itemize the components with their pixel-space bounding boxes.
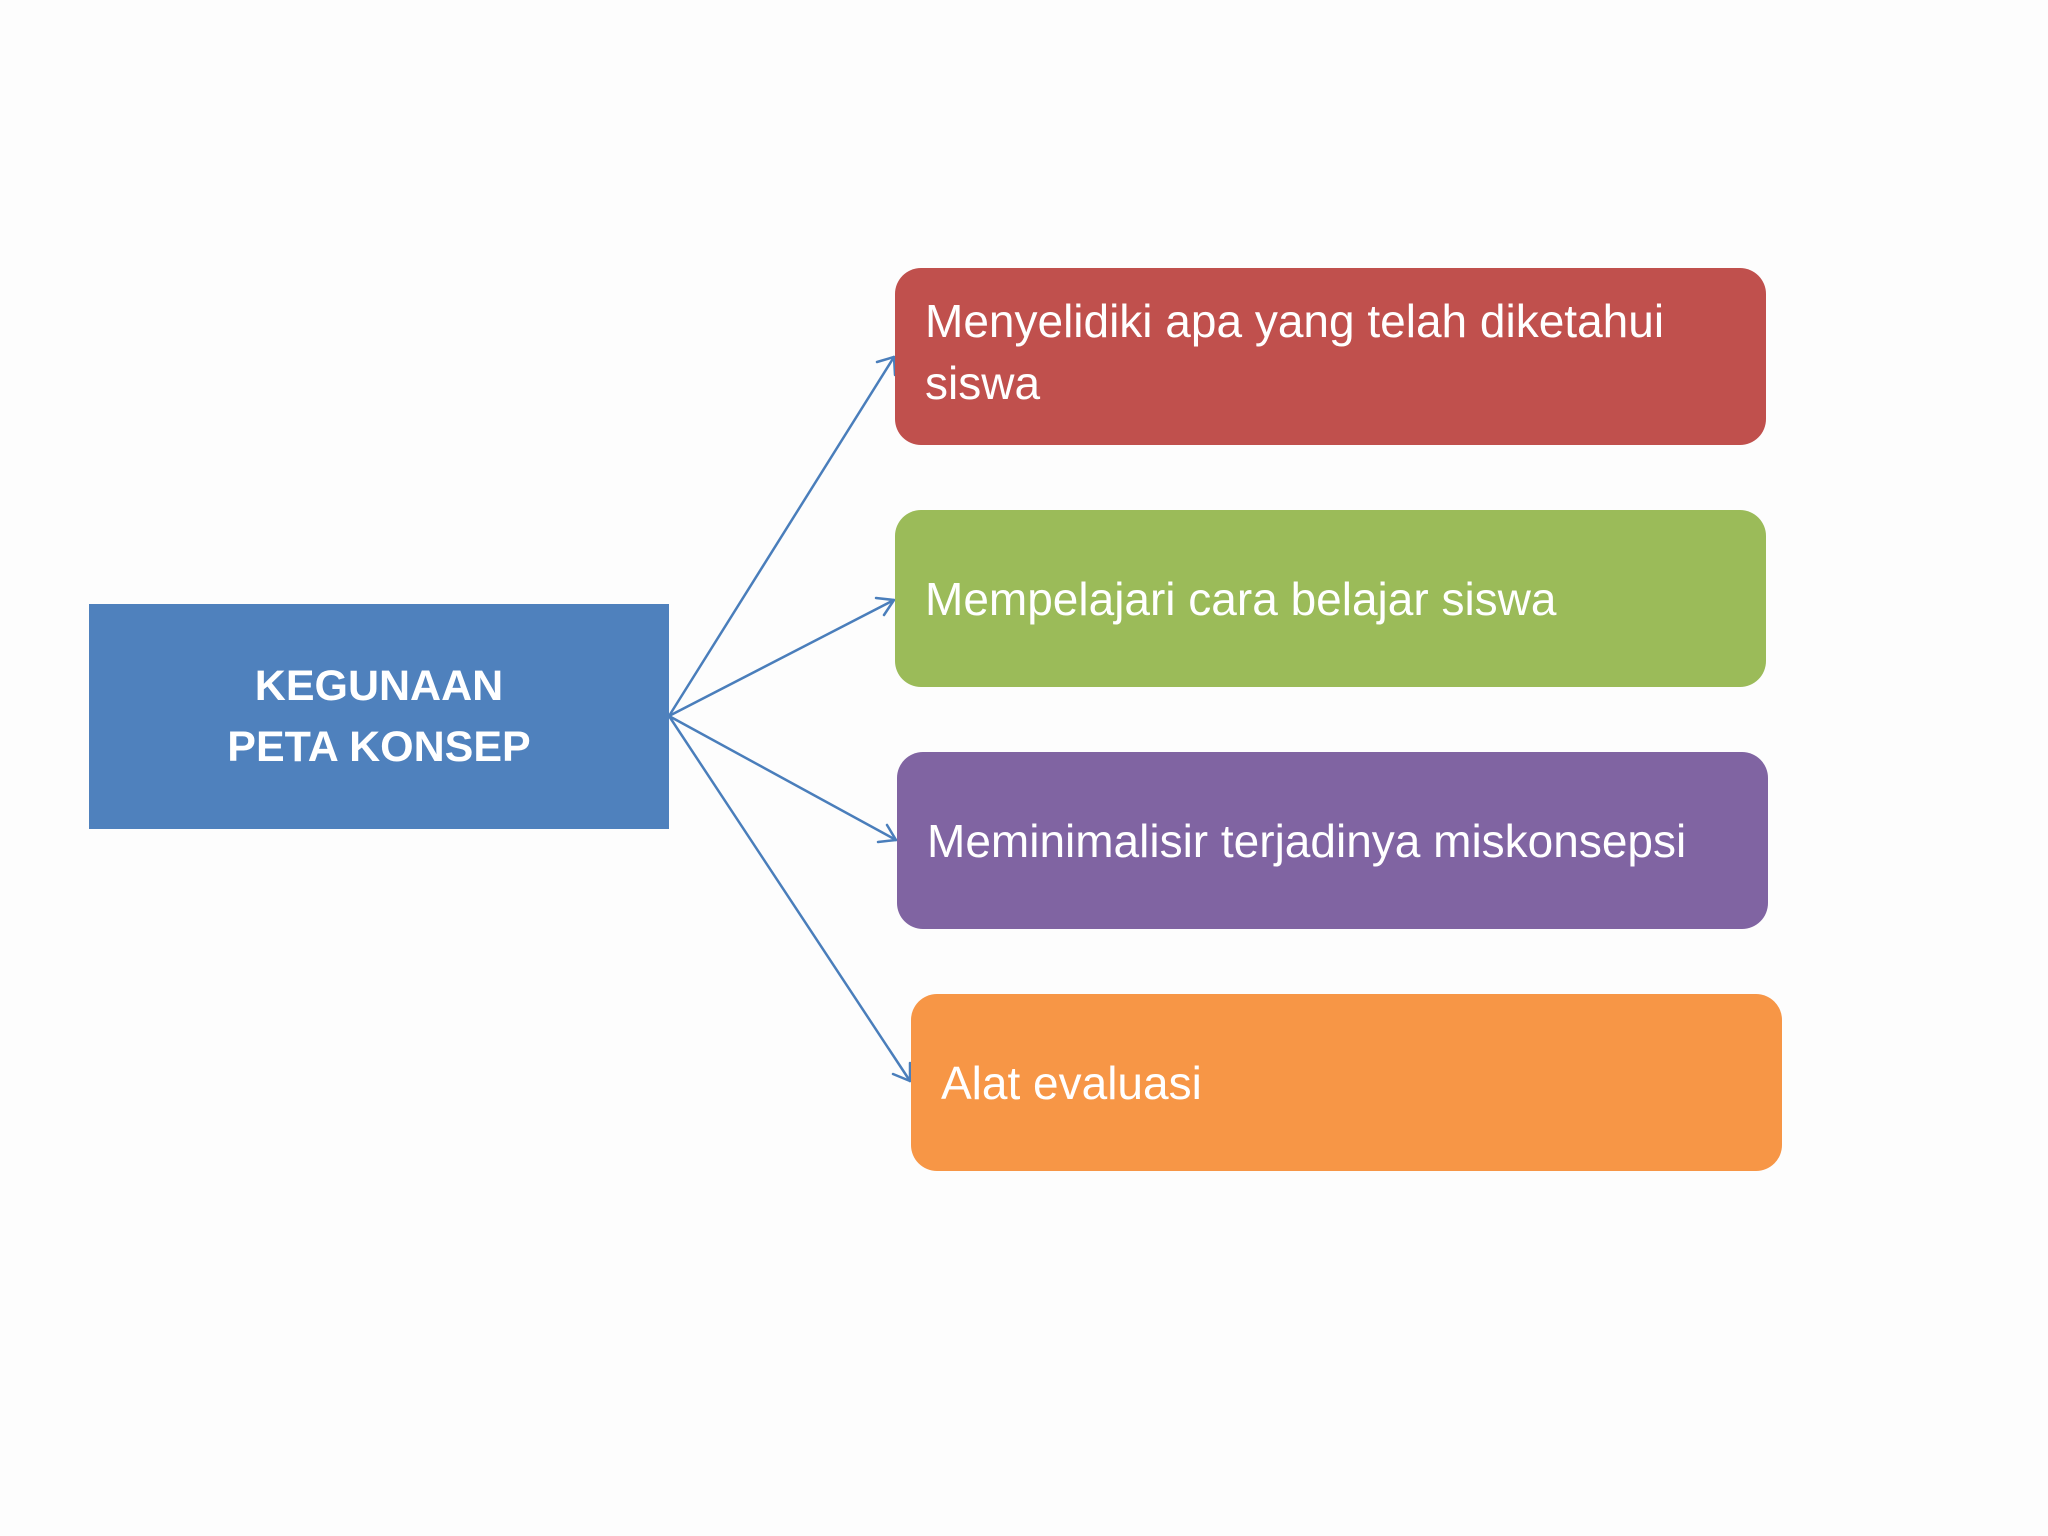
arrow-to-item-3 — [667, 714, 912, 1083]
item-label: Alat evaluasi — [941, 1056, 1202, 1109]
item-label: Menyelidiki apa yang telah diketahui sis… — [925, 295, 1665, 409]
item-box-alat-evaluasi: Alat evaluasi — [911, 994, 1782, 1171]
item-box-meminimalisir: Meminimalisir terjadinya miskonsepsi — [897, 752, 1768, 929]
main-concept-box: KEGUNAAN PETA KONSEP — [89, 604, 669, 829]
item-box-menyelidiki: Menyelidiki apa yang telah diketahui sis… — [895, 268, 1766, 445]
item-box-mempelajari: Mempelajari cara belajar siswa — [895, 510, 1766, 687]
main-title-line-2: PETA KONSEP — [227, 722, 531, 771]
arrow-to-item-2 — [667, 714, 898, 844]
arrow-to-item-0 — [667, 355, 897, 718]
item-label: Meminimalisir terjadinya miskonsepsi — [927, 814, 1687, 867]
main-title-line-1: KEGUNAAN — [254, 661, 504, 710]
arrow-to-item-1 — [667, 596, 896, 718]
item-label: Mempelajari cara belajar siswa — [925, 572, 1557, 625]
